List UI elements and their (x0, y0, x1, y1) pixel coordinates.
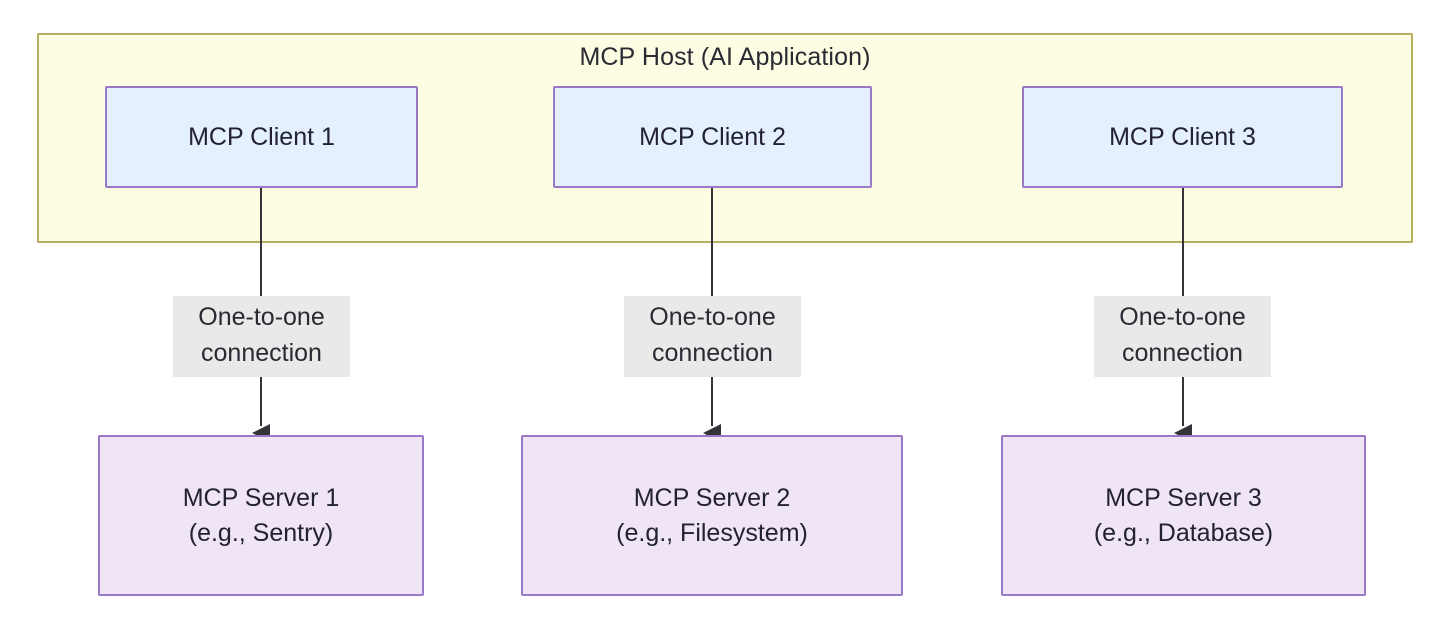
mcp-client-2-label: MCP Client 2 (639, 122, 786, 151)
mcp-server-2-box[interactable]: MCP Server 2 (e.g., Filesystem) (521, 435, 903, 596)
edge-label-line-1: One-to-one (649, 303, 776, 331)
mcp-server-2-example: (e.g., Filesystem) (616, 518, 808, 547)
mcp-client-1-label: MCP Client 1 (188, 122, 335, 151)
mcp-server-1-box[interactable]: MCP Server 1 (e.g., Sentry) (98, 435, 424, 596)
mcp-server-3-example: (e.g., Database) (1093, 518, 1274, 547)
edge-label-line-2: connection (201, 338, 322, 367)
mcp-server-1-name: MCP Server 1 (182, 484, 340, 512)
edge-label-client1-server1: One-to-one connection (173, 296, 350, 377)
mcp-client-3-box[interactable]: MCP Client 3 (1022, 86, 1343, 188)
edge-label-client2-server2: One-to-one connection (624, 296, 801, 377)
mcp-server-3-name: MCP Server 3 (1105, 484, 1262, 512)
mcp-client-1-box[interactable]: MCP Client 1 (105, 86, 418, 188)
edge-label-client3-server3: One-to-one connection (1094, 296, 1271, 377)
mcp-client-2-box[interactable]: MCP Client 2 (553, 86, 872, 188)
edge-label-line-2: connection (1122, 338, 1243, 367)
edge-label-line-1: One-to-one (198, 303, 325, 331)
edge-label-line-1: One-to-one (1119, 303, 1246, 331)
mcp-server-2-name: MCP Server 2 (633, 484, 791, 512)
mcp-server-1-example: (e.g., Sentry) (188, 518, 334, 547)
mcp-client-3-label: MCP Client 3 (1109, 122, 1256, 151)
edge-label-line-2: connection (652, 338, 773, 367)
mcp-host-title: MCP Host (AI Application) (579, 43, 871, 71)
mcp-server-3-box[interactable]: MCP Server 3 (e.g., Database) (1001, 435, 1366, 596)
